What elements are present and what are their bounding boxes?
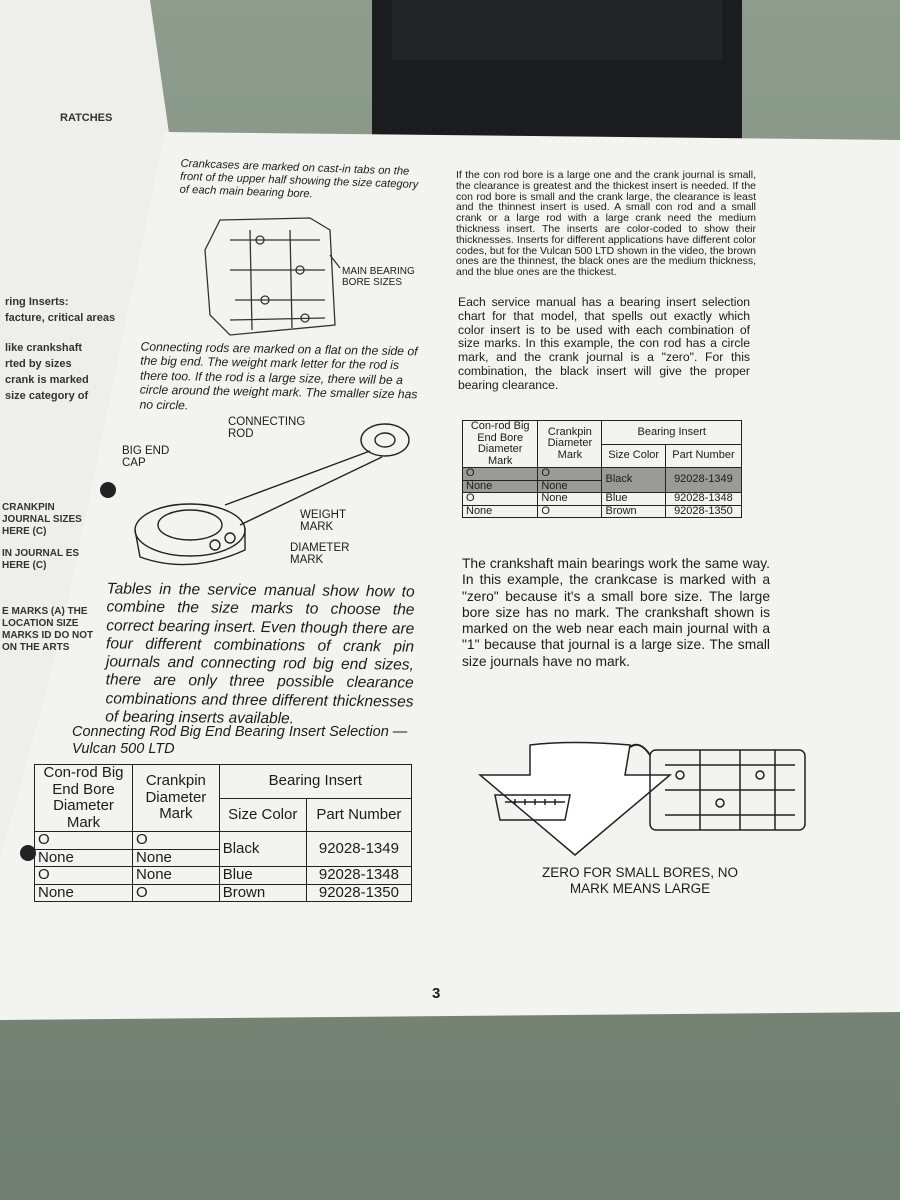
cell: Brown: [601, 504, 666, 519]
header-crankpin: Crankpin Diameter Mark: [537, 419, 603, 469]
cell: 92028-1350: [664, 504, 743, 519]
diameter-mark-label: DIAMETER MARK: [290, 542, 350, 566]
fragment: like crankshaft: [5, 342, 83, 354]
cell: None: [537, 479, 603, 494]
black-binder: [372, 0, 742, 144]
cell: 92028-1349: [305, 831, 413, 867]
fragment: rted by sizes: [5, 358, 72, 370]
cell: 92028-1348: [664, 492, 743, 506]
cell: 92028-1349: [664, 467, 743, 494]
fragment: crank is marked: [5, 374, 89, 386]
clearance-paragraph: If the con rod bore is a large one and t…: [456, 169, 757, 279]
rod-caption: Connecting rods are marked on a flat on …: [139, 339, 418, 412]
cell: O: [33, 831, 134, 850]
cell: None: [461, 479, 539, 494]
header-color: Size Color: [601, 443, 666, 469]
cell: O: [132, 883, 220, 902]
fragment: CRANKPIN JOURNAL SIZES HERE (C): [2, 502, 82, 537]
cell: None: [537, 492, 603, 506]
crankcase-zero-illustration: [477, 741, 806, 856]
cell: Blue: [218, 866, 307, 885]
page-number: 3: [432, 985, 441, 1002]
header-part: Part Number: [664, 443, 743, 469]
header-bore: Con-rod Big End Bore Diameter Mark: [33, 764, 134, 832]
tables-paragraph: Tables in the service manual show how to…: [105, 580, 415, 728]
cell: None: [33, 883, 134, 902]
fragment: IN JOURNAL ES HERE (C): [2, 548, 80, 571]
bearing-table-large: Con-rod Big End Bore Diameter Mark Crank…: [33, 764, 413, 902]
cell: None: [33, 848, 134, 867]
cell: 92028-1350: [305, 883, 413, 902]
header-bore: Con-rod Big End Bore Diameter Mark: [461, 419, 539, 469]
header-part: Part Number: [305, 797, 413, 832]
header-insert: Bearing Insert: [218, 764, 413, 799]
cell: Black: [601, 467, 666, 494]
main-bearings-paragraph: The crankshaft main bearings work the sa…: [462, 556, 770, 669]
fragment: E MARKS (A) THE LOCATION SIZE MARKS ID D…: [2, 606, 94, 653]
connecting-rod-illustration: [134, 423, 410, 566]
cell: O: [537, 504, 603, 519]
chart-paragraph: Each service manual has a bearing insert…: [458, 295, 750, 392]
bearing-table-small: Con-rod Big End Bore Diameter Mark Crank…: [461, 419, 743, 519]
crankcase-illustration: [204, 217, 341, 336]
cell: O: [461, 492, 539, 506]
header-color: Size Color: [218, 797, 307, 832]
big-end-cap-label: BIG END CAP: [122, 445, 170, 469]
cell: O: [132, 831, 220, 850]
cell: O: [537, 467, 603, 481]
main-bearing-label: MAIN BEARING BORE SIZES: [342, 266, 415, 288]
cell: O: [461, 467, 539, 481]
fragment: RATCHES: [60, 112, 113, 124]
punch-hole: [100, 482, 116, 498]
connecting-rod-label: CONNECTING ROD: [228, 416, 306, 440]
cell: 92028-1348: [305, 866, 413, 885]
table-title: Connecting Rod Big End Bearing Insert Se…: [72, 724, 408, 758]
cell: Brown: [218, 883, 307, 902]
cell: Blue: [601, 492, 666, 506]
weight-mark-label: WEIGHT MARK: [300, 509, 346, 533]
cell: None: [461, 504, 539, 519]
cell: O: [33, 866, 134, 885]
cell: None: [132, 848, 220, 867]
figure-caption: ZERO FOR SMALL BORES, NO MARK MEANS LARG…: [541, 865, 739, 896]
fragment: facture, critical areas: [5, 312, 116, 324]
header-crankpin: Crankpin Diameter Mark: [132, 764, 220, 832]
punch-hole: [20, 845, 36, 861]
fragment: ring Inserts:: [5, 296, 69, 308]
fragment: size category of: [5, 390, 89, 402]
cell: None: [132, 866, 220, 885]
crankcase-caption: Crankcases are marked on cast-in tabs on…: [179, 157, 419, 201]
header-insert: Bearing Insert: [601, 420, 742, 445]
cell: Black: [218, 831, 307, 867]
